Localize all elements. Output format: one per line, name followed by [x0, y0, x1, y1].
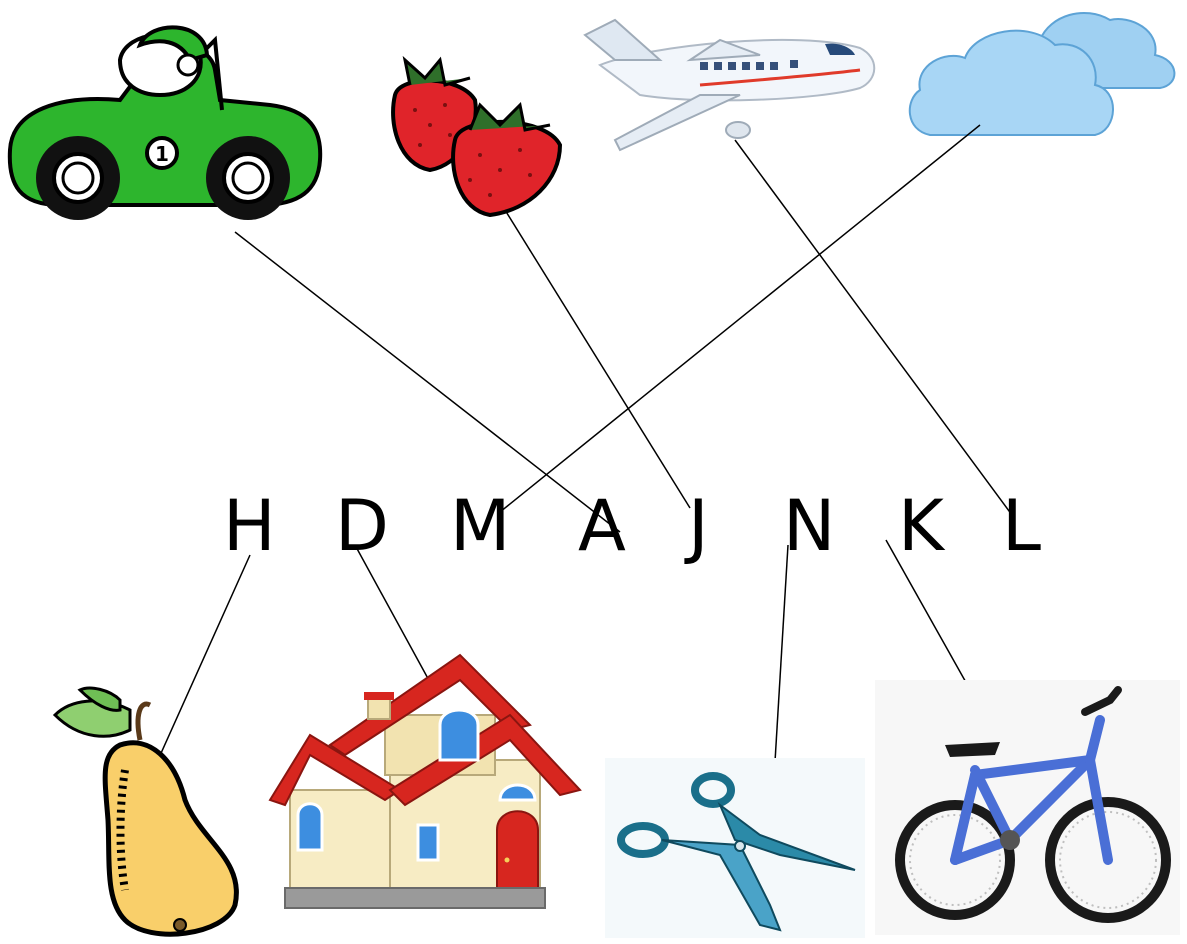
letter-l: L	[1002, 485, 1041, 567]
house-picture	[268, 653, 582, 909]
letter-m: M	[450, 485, 510, 567]
letter-h: H	[223, 485, 276, 567]
line-car-to-a	[234, 231, 621, 533]
strawberries-picture	[391, 55, 563, 218]
race-car-picture: 1	[7, 25, 323, 220]
letters-row: H D M A J N K L	[223, 485, 1041, 567]
scissors-picture	[605, 758, 865, 938]
letter-d: D	[335, 485, 389, 567]
airplane-picture	[583, 18, 876, 152]
letter-n: N	[783, 485, 835, 567]
letter-j: J	[684, 485, 709, 567]
line-d-to-house	[354, 544, 438, 696]
car-number: 1	[155, 142, 169, 166]
line-strawberry-to-j	[504, 209, 691, 509]
line-airplane-to-l	[734, 139, 1013, 516]
letter-k: K	[898, 485, 946, 567]
bicycle-picture	[875, 680, 1180, 935]
pear-picture	[52, 686, 239, 937]
cloud-picture	[908, 11, 1176, 136]
letter-a: A	[578, 485, 626, 567]
line-cloud-to-m	[499, 124, 981, 513]
